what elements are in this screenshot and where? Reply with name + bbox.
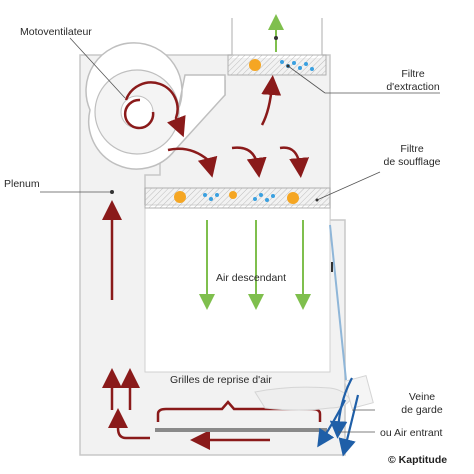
return-bottom-corner	[108, 408, 150, 440]
plenum-arrow-1	[167, 147, 218, 178]
plenum-arrow-up	[260, 75, 282, 126]
label-filtre-extraction: Filtre d'extraction	[378, 68, 448, 94]
inflow-arrow-3	[338, 394, 360, 457]
leader-motoventilateur	[69, 37, 126, 99]
operator-hand	[254, 386, 351, 411]
label-air-entrant: ou Air entrant	[380, 427, 443, 439]
label-plenum: Plenum	[4, 178, 40, 190]
inflow-arrow-1	[329, 377, 353, 439]
extraction-filter	[227, 54, 327, 76]
copyright-kaptitude: © Kaptitude	[388, 454, 448, 466]
leader-filtre-extraction	[287, 65, 326, 94]
grille-brace	[156, 400, 322, 422]
return-air-grille	[155, 428, 327, 432]
label-veine-line2: de garde	[401, 404, 443, 416]
label-filtre-extraction-line1: Filtre	[401, 68, 425, 80]
label-motoventilateur: Motoventilateur	[20, 26, 92, 38]
label-grilles: Grilles de reprise d'air	[170, 374, 272, 386]
label-filtre-soufflage-line2: de soufflage	[383, 156, 441, 168]
inflow-arrow-2	[317, 399, 346, 448]
label-veine-line1: Veine	[408, 391, 436, 403]
leader-filtre-soufflage	[316, 171, 381, 201]
label-filtre-extraction-line2: d'extraction	[386, 81, 440, 93]
front-sash	[329, 224, 347, 381]
label-air-descendant: Air descendant	[216, 272, 287, 284]
supply-filter	[144, 187, 331, 209]
label-filtre-soufflage: Filtre de soufflage	[376, 143, 448, 169]
sleeve	[344, 375, 374, 409]
fan-swirl-arrow	[123, 81, 180, 128]
label-filtre-soufflage-line1: Filtre	[400, 143, 424, 155]
plenum-arrow-2	[231, 146, 267, 178]
fan-housing	[85, 42, 226, 170]
label-veine-de-garde: Veine de garde	[392, 391, 452, 417]
plenum-arrow-3	[279, 146, 310, 178]
